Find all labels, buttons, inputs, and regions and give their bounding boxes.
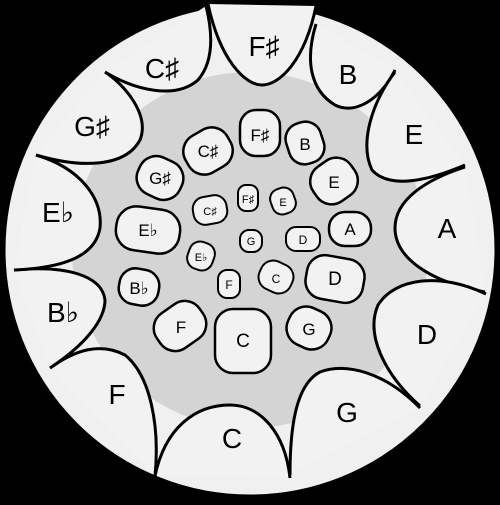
inner-pad-e[interactable] — [267, 185, 298, 218]
inner-label-d: D — [299, 233, 308, 247]
middle-pad-a[interactable] — [327, 210, 373, 248]
inner-pad-f-sharp[interactable] — [237, 184, 259, 212]
middle-pad-c[interactable] — [213, 307, 273, 375]
middle-label-d: D — [328, 269, 342, 290]
outer-label-g: G — [336, 397, 358, 428]
outer-label-f: F — [108, 379, 125, 410]
middle-ring: F♯ B E A D G C F B♭ E♭ G♯ C♯ — [113, 108, 373, 375]
outer-tongue-d[interactable] — [372, 279, 487, 408]
middle-pad-f-sharp[interactable] — [238, 108, 282, 158]
middle-pad-f[interactable] — [147, 294, 214, 358]
middle-label-e-flat: E♭ — [138, 221, 157, 240]
middle-pad-b-flat[interactable] — [116, 266, 162, 308]
inner-label-e: E — [279, 197, 286, 209]
inner-label-f: F — [225, 278, 232, 292]
middle-label-b-flat: B♭ — [129, 279, 148, 298]
middle-pad-e-flat[interactable] — [113, 204, 183, 256]
middle-label-g-sharp: G♯ — [149, 169, 171, 188]
outer-tongue-b-flat[interactable] — [13, 267, 107, 370]
outer-label-d: D — [417, 319, 437, 350]
outer-tongue-f-sharp[interactable] — [206, 3, 318, 87]
inner-pad-d[interactable] — [285, 226, 321, 252]
inner-pad-f[interactable] — [217, 269, 241, 299]
middle-pad-d[interactable] — [303, 252, 368, 305]
inner-label-e-flat: E♭ — [195, 252, 208, 264]
middle-pad-g[interactable] — [281, 301, 338, 356]
middle-pad-b[interactable] — [281, 117, 328, 168]
middle-label-c: C — [236, 331, 250, 352]
inner-pad-c[interactable] — [254, 256, 297, 298]
outer-tongue-e-flat[interactable] — [13, 153, 102, 272]
outer-label-c-sharp: C♯ — [145, 53, 179, 84]
center-label-g: G — [247, 236, 256, 248]
outer-ring: F♯ B E A D G C F B♭ E♭ G♯ C♯ — [13, 3, 487, 479]
outer-label-e-flat: E♭ — [42, 197, 74, 228]
middle-label-b: B — [299, 135, 310, 154]
middle-label-f-sharp: F♯ — [251, 126, 270, 145]
middle-label-e: E — [328, 173, 339, 192]
outer-tongue-b[interactable] — [309, 23, 397, 110]
middle-pad-e[interactable] — [303, 151, 365, 212]
middle-pad-g-sharp[interactable] — [131, 150, 190, 206]
outer-label-g-sharp: G♯ — [74, 111, 110, 142]
outer-label-a: A — [438, 213, 457, 244]
inner-pad-c-sharp[interactable] — [191, 193, 229, 226]
outer-tongue-g[interactable] — [288, 366, 422, 476]
outer-label-c: C — [222, 423, 242, 454]
middle-label-g: G — [302, 320, 315, 339]
outer-label-f-sharp: F♯ — [248, 31, 279, 62]
outer-tongue-f[interactable] — [49, 347, 158, 477]
middle-label-f: F — [176, 318, 186, 337]
outer-tongue-c-sharp[interactable] — [104, 5, 213, 93]
inner-ring: F♯ E D C F E♭ C♯ — [184, 184, 321, 299]
inner-label-c-sharp: C♯ — [203, 206, 217, 218]
outer-tongue-e[interactable] — [365, 71, 466, 183]
inner-label-f-sharp: F♯ — [242, 194, 255, 206]
center-pad-g[interactable] — [239, 229, 263, 253]
outer-tongue-g-sharp[interactable] — [35, 70, 144, 165]
outer-label-b: B — [339, 59, 358, 90]
outer-label-b-flat: B♭ — [47, 297, 79, 328]
middle-label-c-sharp: C♯ — [198, 142, 219, 161]
middle-label-a: A — [344, 220, 356, 239]
middle-pad-c-sharp[interactable] — [177, 121, 240, 181]
outer-label-e: E — [405, 119, 424, 150]
inner-label-c: C — [272, 272, 281, 286]
outer-tongue-c[interactable] — [153, 403, 292, 479]
inner-pad-e-flat[interactable] — [184, 238, 218, 273]
